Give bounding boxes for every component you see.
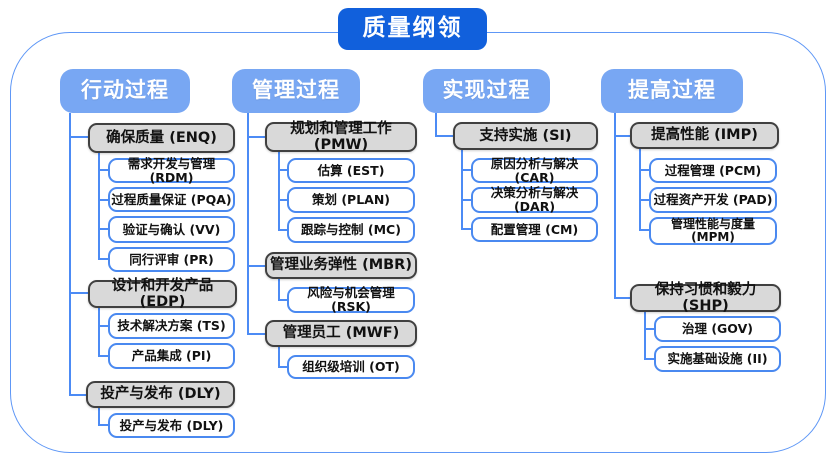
node-dly: 投产与发布 (DLY) — [86, 381, 235, 408]
node-dly-child: 投产与发布 (DLY) — [108, 413, 235, 438]
node-dar: 决策分析与解决 (DAR) — [471, 186, 598, 214]
node-pcm: 过程管理 (PCM) — [649, 158, 777, 183]
node-edp: 设计和开发产品 (EDP) — [88, 278, 237, 310]
node-pi: 产品集成 (PI) — [108, 343, 235, 369]
column-header-action: 行动过程 — [60, 69, 190, 113]
node-vv: 验证与确认 (VV) — [108, 216, 235, 243]
node-pqa: 过程质量保证 (PQA) — [108, 187, 235, 212]
node-shp: 保持习惯和毅力 (SHP) — [630, 282, 781, 314]
node-si: 支持实施 (SI) — [453, 122, 598, 150]
column-header-implementation: 实现过程 — [423, 69, 550, 113]
node-mc: 跟踪与控制 (MC) — [287, 217, 415, 243]
node-pad: 过程资产开发 (PAD) — [649, 187, 777, 213]
node-est: 估算 (EST) — [287, 158, 415, 183]
node-enq: 确保质量 (ENQ) — [88, 123, 235, 153]
node-plan: 策划 (PLAN) — [287, 187, 415, 213]
node-rsk: 风险与机会管理 (RSK) — [287, 286, 415, 314]
node-mwf: 管理员工 (MWF) — [265, 320, 417, 347]
node-ts: 技术解决方案 (TS) — [108, 313, 235, 339]
node-imp: 提高性能 (IMP) — [630, 122, 779, 149]
node-mpm: 管理性能与度量 (MPM) — [649, 217, 777, 245]
node-car: 原因分析与解决 (CAR) — [471, 156, 598, 184]
node-mbr: 管理业务弹性 (MBR) — [265, 252, 417, 279]
node-pmw: 规划和管理工作 (PMW) — [265, 121, 417, 153]
column-header-improvement: 提高过程 — [601, 69, 743, 113]
node-cm: 配置管理 (CM) — [471, 217, 598, 242]
node-gov: 治理 (GOV) — [654, 316, 781, 342]
node-rdm: 需求开发与管理 (RDM) — [108, 156, 235, 184]
node-pr: 同行评审 (PR) — [108, 247, 235, 272]
node-ot: 组织级培训 (OT) — [287, 355, 415, 379]
column-header-management: 管理过程 — [232, 69, 360, 113]
diagram-title: 质量纲领 — [338, 8, 487, 50]
node-ii: 实施基础设施 (II) — [654, 346, 781, 372]
